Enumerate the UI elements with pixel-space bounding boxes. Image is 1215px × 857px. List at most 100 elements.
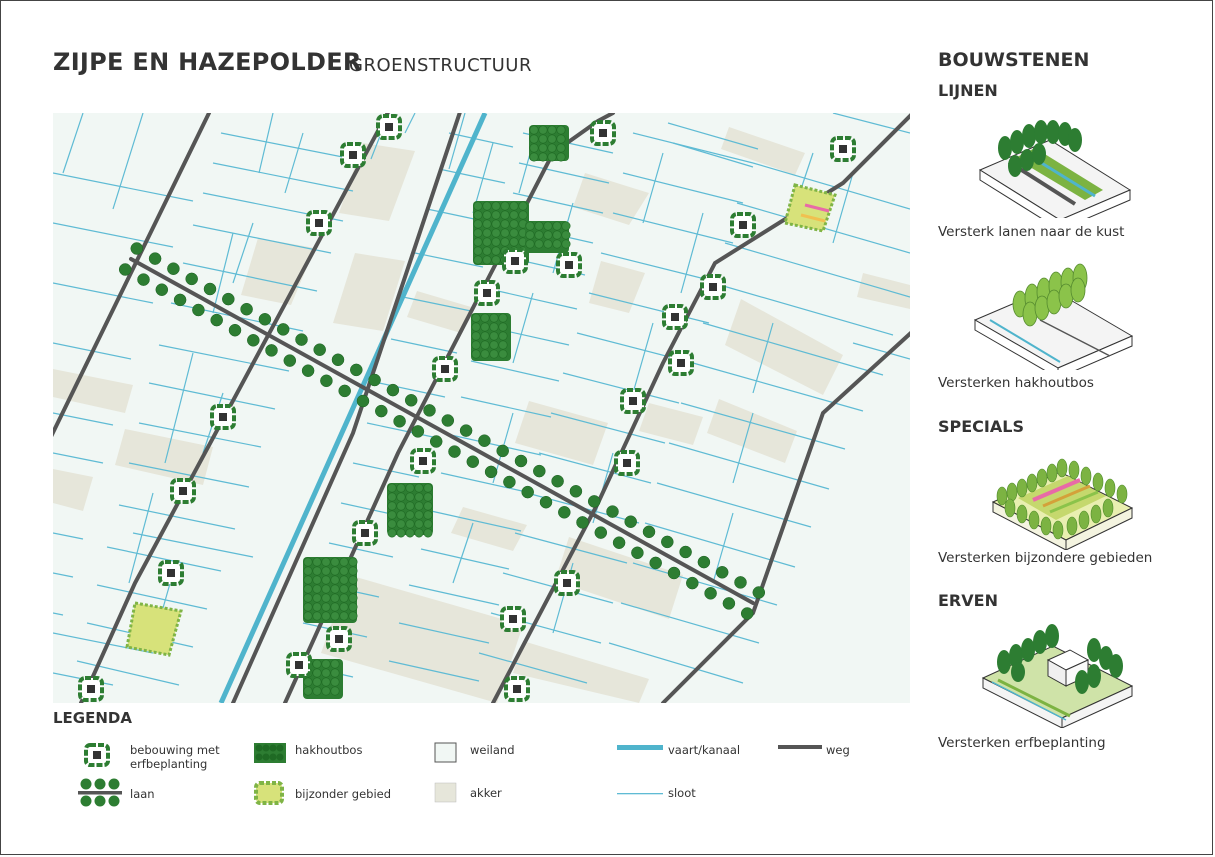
meadow-swatch (434, 742, 457, 763)
farm-building (219, 413, 227, 421)
coppice-tree (312, 668, 322, 678)
avenue-tree (386, 383, 400, 397)
coppice-tree (491, 255, 501, 265)
coppice-icon (254, 743, 286, 763)
coppice-tree (330, 593, 340, 603)
coppice-tree (396, 528, 406, 538)
field-swatch (434, 782, 457, 803)
coppice-tree (552, 239, 562, 249)
canal (218, 113, 488, 703)
avenue-tree (478, 434, 491, 447)
coppice-tree (498, 322, 508, 332)
coppice-tree (312, 557, 322, 567)
coppice-tree (491, 246, 501, 256)
avenue-tree (240, 302, 253, 316)
coppice-tree (509, 228, 519, 238)
coppice-tree (547, 134, 557, 144)
coppice-tree (491, 237, 501, 247)
avenue-tree (404, 394, 418, 407)
coppice-tree (339, 602, 349, 612)
coppice-tree (396, 483, 406, 493)
coppice-tree (321, 584, 331, 594)
coppice-tree (498, 349, 508, 359)
coppice-tree (339, 611, 349, 621)
coppice-tree (330, 566, 340, 576)
sidebar-heading: BOUWSTENEN (938, 49, 1090, 71)
avenue-tree (295, 333, 308, 346)
illustration-avenue (978, 120, 1132, 218)
avenue-tree (704, 587, 717, 600)
coppice-tree (312, 575, 322, 585)
coppice-tree (525, 239, 535, 249)
coppice-tree (348, 611, 358, 621)
coppice-tree (498, 331, 508, 341)
coppice-tree (529, 134, 539, 144)
green-structure-map[interactable] (53, 113, 910, 703)
avenue-tree (722, 597, 736, 610)
coppice-tree (330, 557, 340, 567)
coppice-tree (525, 221, 535, 231)
avenue-tree (276, 323, 290, 336)
avenue-tree (118, 263, 132, 276)
coppice-tree (471, 313, 481, 323)
avenue-tree (331, 353, 345, 367)
coppice-tree (482, 210, 492, 220)
coppice-tree (538, 152, 548, 162)
coppice-tree (330, 575, 340, 585)
legend-label-bebouwing: bebouwing met erfbeplanting (130, 743, 220, 771)
legend-label-sloot: sloot (668, 786, 696, 800)
coppice-tree (321, 593, 331, 603)
coppice-tree (534, 239, 544, 249)
section-title-erven: ERVEN (938, 591, 998, 610)
illustration-coppice (973, 263, 1134, 370)
coppice-tree (473, 228, 483, 238)
farm-building (671, 313, 679, 321)
avenue-tree (533, 464, 546, 478)
farm-building (483, 289, 491, 297)
avenue-tree (484, 465, 498, 479)
coppice-tree (321, 686, 331, 696)
coppice-tree (423, 519, 433, 529)
coppice-tree (387, 492, 397, 502)
avenue-tree (429, 435, 443, 448)
coppice-tree (489, 349, 499, 359)
coppice-tree (414, 510, 424, 520)
coppice-tree (534, 221, 544, 231)
farm-building (361, 529, 369, 537)
coppice-tree (480, 340, 490, 350)
avenue-tree (228, 323, 242, 337)
coppice-tree (489, 331, 499, 341)
coppice-tree (491, 228, 501, 238)
coppice-tree (538, 125, 548, 135)
coppice-tree (500, 228, 510, 238)
coppice-tree (473, 237, 483, 247)
farm-building (511, 257, 519, 265)
coppice-tree (471, 340, 481, 350)
coppice-tree (321, 659, 331, 669)
coppice-tree (482, 255, 492, 265)
coppice-tree (396, 519, 406, 529)
avenue-tree (185, 272, 198, 286)
coppice-tree (312, 584, 322, 594)
coppice-tree (471, 322, 481, 332)
coppice-tree (405, 483, 415, 493)
coppice-tree (480, 331, 490, 341)
coppice-tree (348, 557, 358, 567)
legend-label-hakhoutbos: hakhoutbos (295, 743, 363, 757)
caption-hakhoutbos: Versterken hakhoutbos (938, 375, 1094, 391)
coppice-tree (348, 593, 358, 603)
coppice-tree (473, 246, 483, 256)
coppice-tree (491, 210, 501, 220)
coppice-tree (321, 668, 331, 678)
section-title-specials: SPECIALS (938, 417, 1024, 436)
avenue-tree (423, 404, 436, 417)
caption-lanen: Versterk lanen naar de kust (938, 224, 1125, 240)
avenue-tree (301, 364, 315, 377)
avenue-tree (612, 536, 626, 549)
coppice-tree (312, 677, 322, 687)
coppice-tree (405, 501, 415, 511)
coppice-tree (534, 230, 544, 240)
coppice-tree (480, 349, 490, 359)
coppice-tree (529, 143, 539, 153)
coppice-tree (538, 143, 548, 153)
